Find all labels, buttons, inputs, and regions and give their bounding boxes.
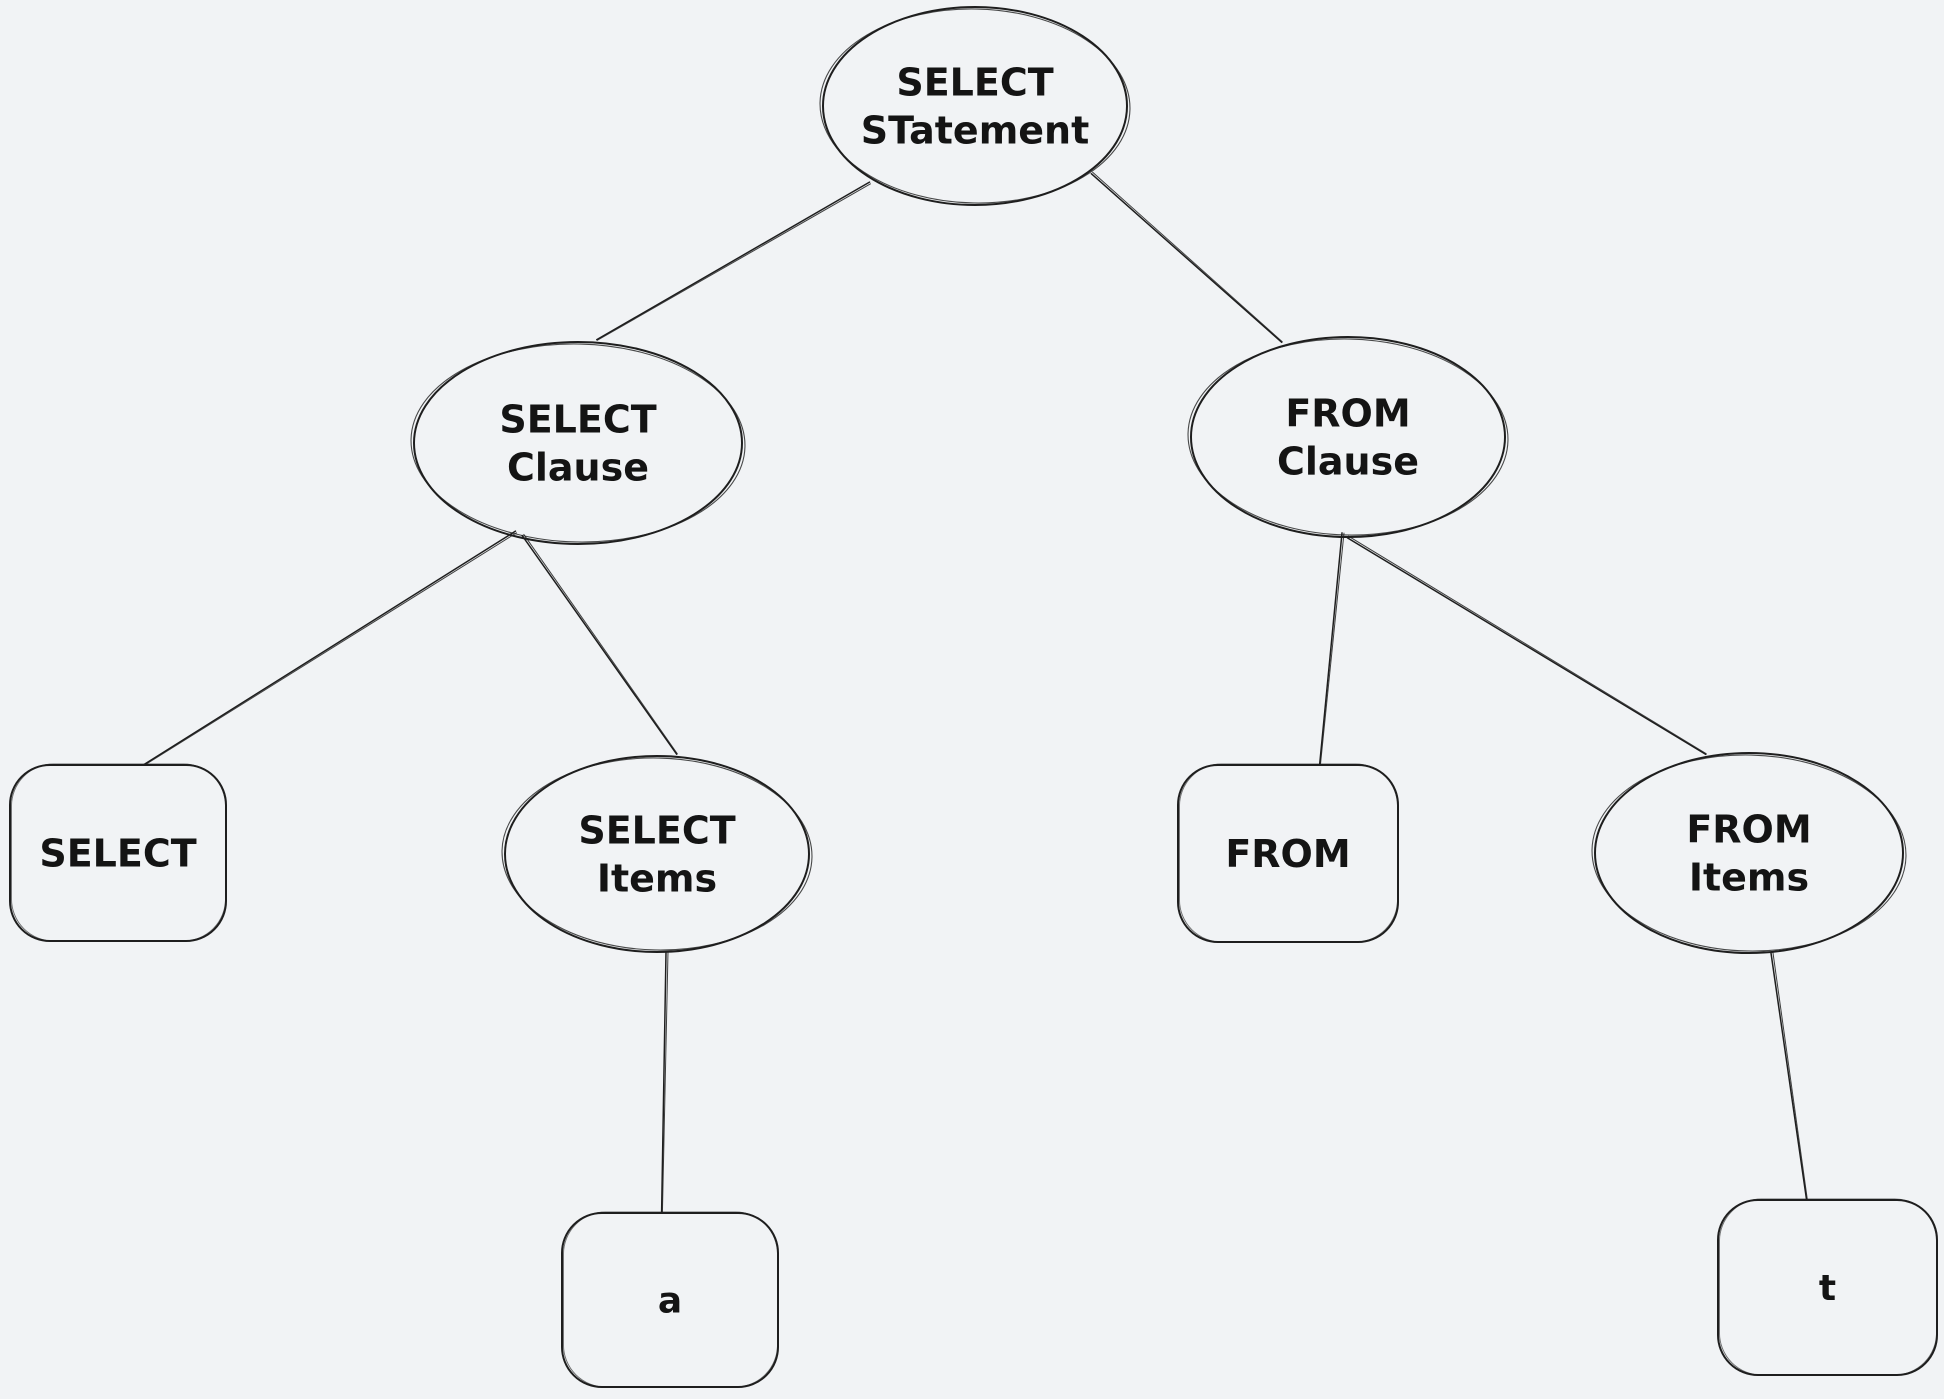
- from-keyword-label-line: FROM: [1225, 832, 1350, 876]
- select-items-label-line: Items: [597, 856, 717, 900]
- from-keyword-rect-sketch-stroke: [1179, 763, 1398, 943]
- select-items-ellipse-outline: [504, 755, 810, 953]
- select-clause-ellipse-sketch-stroke: [410, 343, 746, 543]
- from-items-label-line: FROM: [1686, 807, 1811, 851]
- from-items-ellipse-outline: [1594, 752, 1904, 954]
- node-from-keyword[interactable]: FROM: [1177, 763, 1399, 943]
- select-statement-label-line: STatement: [861, 108, 1090, 152]
- from-clause-ellipse-sketch-stroke: [1187, 338, 1509, 536]
- edge-stroke: [1318, 532, 1343, 766]
- edge-stroke: [660, 951, 667, 1214]
- select-clause-label-line: SELECT: [499, 397, 656, 441]
- from-clause-label-line: Clause: [1277, 439, 1419, 483]
- edge-stroke: [1090, 172, 1283, 344]
- select-items-label-line: SELECT: [578, 808, 735, 852]
- edge-stroke: [143, 530, 517, 766]
- leaf-a-rect-sketch-stroke: [563, 1211, 778, 1388]
- select-clause-ellipse-outline: [413, 341, 743, 545]
- select-statement-ellipse-outline: [822, 6, 1128, 206]
- edge-from-items-to-leaf-t[interactable]: [1770, 952, 1808, 1201]
- select-clause-label-line: Clause: [507, 445, 649, 489]
- edge-stroke: [1092, 171, 1283, 343]
- edge-stroke: [521, 534, 678, 755]
- edge-stroke: [1772, 952, 1808, 1201]
- select-statement-ellipse-sketch-stroke: [819, 8, 1131, 204]
- select-statement-label-line: SELECT: [896, 60, 1053, 104]
- from-clause-label-line: FROM: [1285, 391, 1410, 435]
- edge-stroke: [1346, 537, 1707, 756]
- edge-stroke: [1770, 952, 1808, 1201]
- select-items-ellipse-sketch-stroke: [501, 757, 813, 951]
- edge-select-statement-to-from-clause[interactable]: [1090, 171, 1283, 344]
- node-leaf-t[interactable]: t: [1717, 1198, 1938, 1376]
- leaf-a-label-line: a: [658, 1281, 682, 1322]
- from-items-label-line: Items: [1689, 855, 1809, 899]
- edge-from-clause-to-from-items[interactable]: [1346, 535, 1707, 756]
- edge-stroke: [143, 532, 518, 766]
- edge-stroke: [596, 183, 871, 341]
- edge-select-statement-to-select-clause[interactable]: [596, 181, 871, 341]
- edge-select-clause-to-select-items[interactable]: [521, 533, 678, 755]
- leaf-t-label-line: t: [1819, 1268, 1836, 1309]
- edge-stroke: [661, 951, 669, 1214]
- edge-stroke: [596, 181, 871, 341]
- from-items-ellipse-sketch-stroke: [1591, 754, 1907, 952]
- node-select-keyword[interactable]: SELECT: [9, 763, 227, 942]
- edge-stroke: [523, 533, 678, 755]
- select-keyword-rect-sketch-stroke: [11, 763, 226, 942]
- edge-select-clause-to-select-keyword[interactable]: [143, 530, 518, 766]
- node-leaf-a[interactable]: a: [561, 1211, 779, 1388]
- edge-stroke: [1319, 532, 1345, 766]
- edge-stroke: [1348, 535, 1707, 755]
- edge-from-clause-to-from-keyword[interactable]: [1318, 532, 1345, 766]
- select-keyword-label-line: SELECT: [39, 831, 196, 875]
- leaf-t-rect-sketch-stroke: [1719, 1198, 1937, 1376]
- from-clause-ellipse-outline: [1190, 336, 1506, 538]
- edge-select-items-to-leaf-a[interactable]: [660, 951, 669, 1214]
